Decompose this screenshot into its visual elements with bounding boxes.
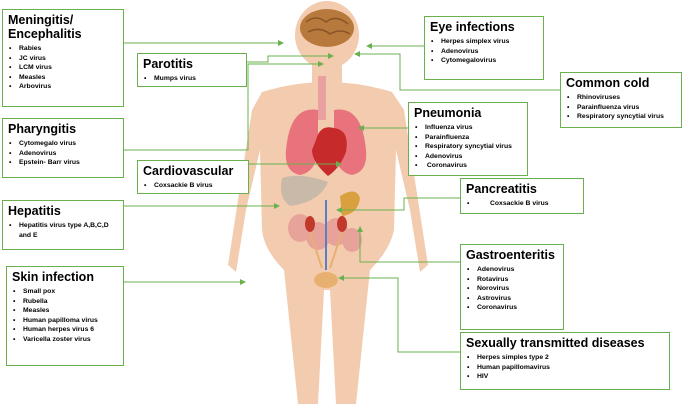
title-pharyngitis: Pharyngitis	[8, 122, 77, 136]
box-common-cold: Common cold Rhinoviruses Parainfluenza v…	[560, 72, 682, 128]
title-pneumonia: Pneumonia	[414, 106, 482, 120]
left-lung	[285, 109, 318, 175]
kidney-right	[337, 216, 347, 232]
title-cardiovascular: Cardiovascular	[143, 164, 234, 178]
list-eye-infections: Herpes simplex virus Adenovirus Cytomega…	[430, 37, 538, 66]
list-item: Respiratory syncytial virus	[566, 112, 676, 122]
list-item: Human papillomavirus	[466, 363, 664, 373]
list-item: Parainfluenza	[414, 133, 522, 143]
box-gastroenteritis: Gastroenteritis Adenovirus Rotavirus Nor…	[460, 244, 564, 330]
box-skin-infection: Skin infection Small pox Rubella Measles…	[6, 266, 124, 366]
box-pancreatitis: Pancreatitis Coxsackie B virus	[460, 178, 584, 214]
list-item: HIV	[466, 372, 664, 382]
list-item: Human herpes virus 6	[12, 325, 118, 335]
title-pancreatitis: Pancreatitis	[466, 182, 537, 196]
list-cardiovascular: Coxsackie B virus	[143, 181, 243, 191]
box-pneumonia: Pneumonia Influenza virus Parainfluenza …	[408, 102, 528, 176]
list-item: Measles	[12, 306, 118, 316]
list-item: Coronavirus	[414, 161, 522, 171]
title-eye-infections: Eye infections	[430, 20, 515, 34]
list-item: Rubella	[12, 297, 118, 307]
box-pharyngitis: Pharyngitis Cytomegalo virus Adenovirus …	[2, 118, 124, 178]
list-common-cold: Rhinoviruses Parainfluenza virus Respira…	[566, 93, 676, 122]
list-item: Rotavirus	[466, 275, 558, 285]
box-parotitis: Parotitis Mumps virus	[137, 53, 247, 87]
list-item: Astrovirus	[466, 294, 558, 304]
list-meningitis: Rabies JC virus LCM virus Measles Arbovi…	[8, 44, 118, 92]
list-parotitis: Mumps virus	[143, 74, 241, 84]
list-item: Adenovirus	[414, 152, 522, 162]
list-skin-infection: Small pox Rubella Measles Human papillom…	[12, 287, 118, 345]
box-cardiovascular: Cardiovascular Coxsackie B virus	[137, 160, 249, 194]
brain	[300, 9, 354, 47]
list-item: Adenovirus	[8, 149, 118, 159]
list-item: Norovirus	[466, 284, 558, 294]
box-hepatitis: Hepatitis Hepatitis virus type A,B,C,D a…	[2, 200, 124, 250]
list-pneumonia: Influenza virus Parainfluenza Respirator…	[414, 123, 522, 171]
list-item: Measles	[8, 73, 118, 83]
title-hepatitis: Hepatitis	[8, 204, 61, 218]
liver	[281, 175, 328, 206]
list-item: Coxsackie B virus	[143, 181, 243, 191]
list-item: Herpes simplex virus	[430, 37, 538, 47]
list-hepatitis: Hepatitis virus type A,B,C,D and E	[8, 221, 118, 240]
title-parotitis: Parotitis	[143, 57, 194, 71]
list-item: Adenovirus	[430, 47, 538, 57]
list-item: Rhinoviruses	[566, 93, 676, 103]
box-sexually-transmitted: Sexually transmitted diseases Herpes sim…	[460, 332, 670, 390]
list-item: Parainfluenza virus	[566, 103, 676, 113]
list-pancreatitis: Coxsackie B virus	[466, 199, 578, 209]
list-item: LCM virus	[8, 63, 118, 73]
title-sexually-transmitted: Sexually transmitted diseases	[466, 336, 645, 350]
connectors	[124, 40, 560, 353]
kidney-left	[305, 216, 315, 232]
list-item: Mumps virus	[143, 74, 241, 84]
list-item: Respiratory syncytial virus	[414, 142, 522, 152]
box-meningitis: Meningitis/ Encephalitis Rabies JC virus…	[2, 9, 124, 107]
list-item: Epstein- Barr virus	[8, 158, 118, 168]
list-item: Coronavirus	[466, 303, 558, 313]
list-item: Rabies	[8, 44, 118, 54]
title-common-cold: Common cold	[566, 76, 650, 90]
list-item: Varicella zoster virus	[12, 335, 118, 345]
list-item: Coxsackie B virus	[466, 199, 578, 209]
list-item: Small pox	[12, 287, 118, 297]
list-gastroenteritis: Adenovirus Rotavirus Norovirus Astroviru…	[466, 265, 558, 313]
bladder	[314, 272, 338, 288]
trachea	[318, 76, 326, 120]
list-item: Cytomegalovirus	[430, 56, 538, 66]
list-item: Human papilloma virus	[12, 316, 118, 326]
list-item: Arbovirus	[8, 82, 118, 92]
list-item: Herpes simples type 2	[466, 353, 664, 363]
list-item: Hepatitis virus type A,B,C,D and E	[8, 221, 111, 240]
list-item: Cytomegalo virus	[8, 139, 118, 149]
list-sexually-transmitted: Herpes simples type 2 Human papillomavir…	[466, 353, 664, 382]
title-meningitis: Meningitis/ Encephalitis	[8, 13, 82, 41]
list-item: JC virus	[8, 54, 118, 64]
list-item: Adenovirus	[466, 265, 558, 275]
title-gastroenteritis: Gastroenteritis	[466, 248, 555, 262]
box-eye-infections: Eye infections Herpes simplex virus Aden…	[424, 16, 544, 80]
list-pharyngitis: Cytomegalo virus Adenovirus Epstein- Bar…	[8, 139, 118, 168]
list-item: Influenza virus	[414, 123, 522, 133]
title-skin-infection: Skin infection	[12, 270, 94, 284]
